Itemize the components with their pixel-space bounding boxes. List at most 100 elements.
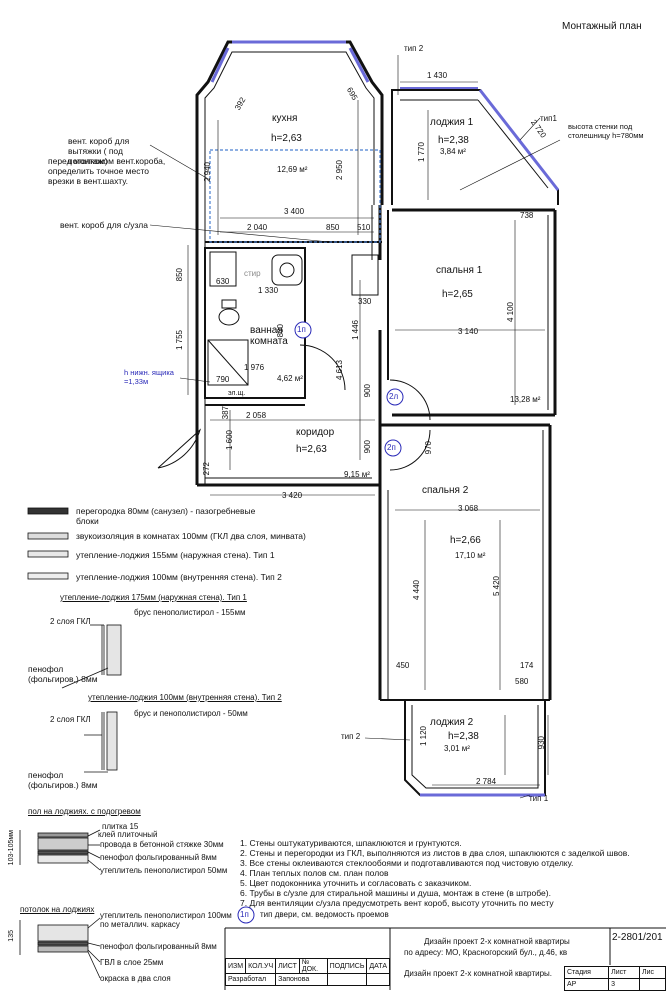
dim-900b: 900	[363, 440, 372, 454]
note-1: 1. Стены оштукатуриваются, шпаклюются и …	[240, 838, 462, 848]
loggia2-area: 3,01 м²	[444, 744, 470, 753]
tb-role: Разработал	[224, 973, 277, 986]
dim-3420: 3 420	[282, 491, 303, 500]
tb-col-date: ДАТА	[366, 958, 390, 974]
dim-3068: 3 068	[458, 504, 479, 513]
corridor-area: 9,15 м²	[344, 470, 370, 479]
dim-2784: 2 784	[476, 777, 497, 786]
detail2-a: брус и пенополистирол - 50мм	[134, 709, 248, 718]
dim-930: 930	[537, 736, 546, 750]
bathroom-area: 4,62 м²	[277, 374, 303, 383]
tb-sheet: 3	[608, 978, 640, 991]
loggia2-name: лоджия 2	[430, 717, 474, 728]
kitchen-height: h=2,63	[271, 133, 302, 144]
tb-col-doc: № ДОК.	[298, 958, 328, 974]
dim-2950: 2 950	[335, 160, 344, 181]
dim-4100: 4 100	[506, 302, 515, 323]
tb-name: Запонова	[275, 973, 328, 986]
box-height-note: h нижн. ящика =1,33м	[124, 368, 174, 386]
detail2-c: пенофол (фольгиров.) 8мм	[28, 770, 98, 790]
floor-layer-1: плитка 15	[102, 822, 139, 831]
bathroom-name: ванная комната	[250, 325, 288, 347]
dim-1430: 1 430	[427, 71, 448, 80]
dim-850b: 850	[175, 268, 184, 282]
legend-item-3: утепление-лоджия 155мм (наружная стена).…	[76, 550, 275, 560]
loggia1-name: лоджия 1	[430, 117, 474, 128]
dim-790: 790	[216, 375, 230, 384]
dim-900a: 900	[363, 384, 372, 398]
tb-col-list: ЛИСТ	[275, 958, 300, 974]
tip2-top-label: тип 2	[404, 44, 424, 53]
tb-project2: Дизайн проект 2-х комнатной квартиры.	[404, 969, 552, 978]
legend-item-2: звукоизоляция в комнатах 100мм (ГКЛ два …	[76, 531, 306, 541]
ceiling-layer-2: по металлич. каркасу	[100, 920, 180, 929]
dim-3400: 3 400	[284, 207, 305, 216]
dim-5420: 5 420	[492, 576, 501, 597]
door-legend-symbol: 1п	[240, 910, 249, 919]
floor-layer-2: клей плиточный	[98, 830, 158, 839]
door-1p-label: 1п	[297, 325, 306, 334]
loggia2-wall	[404, 700, 546, 796]
bedroom1-height: h=2,65	[442, 289, 473, 300]
dim-738: 738	[520, 211, 534, 220]
tb-stage-table: Стадия Лист Лис АР 3	[563, 966, 666, 991]
tip1-bottom-label: тип 1	[529, 794, 549, 803]
dim-1755: 1 755	[175, 330, 184, 351]
floor-layer-3: провода в бетонной стяжке 30мм	[100, 840, 224, 849]
tip1-top-label: тип1	[540, 114, 557, 123]
title-block-table: ИЗМ КОЛ.УЧ ЛИСТ № ДОК. ПОДПИСЬ ДАТА Разр…	[224, 958, 390, 986]
note-6: 6. Трубы в с/узле для стиральной машины …	[240, 888, 551, 898]
floor-layer-5: утеплитель пенополистирол 50мм	[100, 866, 228, 875]
panel-label: эл.щ.	[228, 390, 246, 397]
ceiling-layer-3: пенофол фольгированный 8мм	[100, 942, 217, 951]
vent-hood-note: перед монтажом вент.короба, определить т…	[48, 156, 166, 186]
dim-1446: 1 446	[351, 320, 360, 341]
wall-height-note: высота стенки под столешницу h=780мм	[568, 122, 644, 140]
loggia1-height: h=2,38	[438, 135, 469, 146]
page-title: Монтажный план	[562, 21, 642, 32]
bedroom1-name: спальня 1	[436, 265, 483, 276]
loggia1-area: 3,84 м²	[440, 147, 466, 156]
dim-272: 272	[202, 462, 211, 476]
bedroom1-area: 13,28 м²	[510, 395, 541, 404]
tb-sheet-label: Лист	[608, 966, 640, 979]
note-2: 2. Стены и перегородки из ГКЛ, выполняют…	[240, 848, 630, 858]
dim-450: 450	[396, 661, 410, 670]
dim-330: 330	[358, 297, 372, 306]
tb-col-izm: ИЗМ	[224, 958, 247, 974]
dim-850a: 850	[326, 223, 340, 232]
tb-stage-label: Стадия	[563, 966, 610, 979]
ceiling-layer-4: ГВЛ в слое 25мм	[100, 958, 164, 967]
dim-2058: 2 058	[246, 411, 267, 420]
detail1-c: пенофол (фольгиров.) 8мм	[28, 664, 98, 684]
ceiling-title: потолок на лоджиях	[20, 905, 95, 914]
dim-1120: 1 120	[419, 726, 428, 747]
kitchen-area: 12,69 м²	[277, 165, 308, 174]
ceiling-layer-5: окраска в два слоя	[100, 974, 171, 983]
dim-2940: 2 940	[203, 162, 212, 183]
bedroom2-name: спальня 2	[422, 485, 469, 496]
detail1-title: утепление-лоджия 175мм (наружная стена).…	[60, 593, 247, 602]
dim-800: 800	[276, 324, 285, 338]
door-2p-label: 2п	[387, 443, 396, 452]
dim-2040: 2 040	[247, 223, 268, 232]
dim-4613: 4 613	[335, 360, 344, 381]
tb-project: Дизайн проект 2-х комнатной квартиры	[424, 937, 570, 946]
door-2l-label: 2л	[389, 392, 399, 401]
kitchen-name: кухня	[272, 113, 298, 124]
door-legend-text: тип двери, см. ведомость проемов	[260, 910, 389, 919]
note-7: 7. Для вентиляции с/узла предусмотреть в…	[240, 898, 554, 908]
dim-3140: 3 140	[458, 327, 479, 336]
tb-code: 2-2801/201	[612, 932, 663, 943]
dim-510: 510	[357, 223, 371, 232]
dim-1770: 1 770	[417, 142, 426, 163]
floor-thickness: 103-105мм	[8, 830, 15, 866]
tb-col-kolch: КОЛ.УЧ	[245, 958, 277, 974]
note-5: 5. Цвет подоконника уточнить и согласова…	[240, 878, 472, 888]
detail1-b: 2 слоя ГКЛ	[50, 617, 91, 626]
vent-hood-label: вент. короб для вытяжки ( под потолком)	[68, 136, 130, 166]
dim-1600: 1 600	[225, 430, 234, 451]
detail1-a: брус пенополистирол - 155мм	[134, 608, 246, 617]
tb-col-sign: ПОДПИСЬ	[326, 958, 368, 974]
